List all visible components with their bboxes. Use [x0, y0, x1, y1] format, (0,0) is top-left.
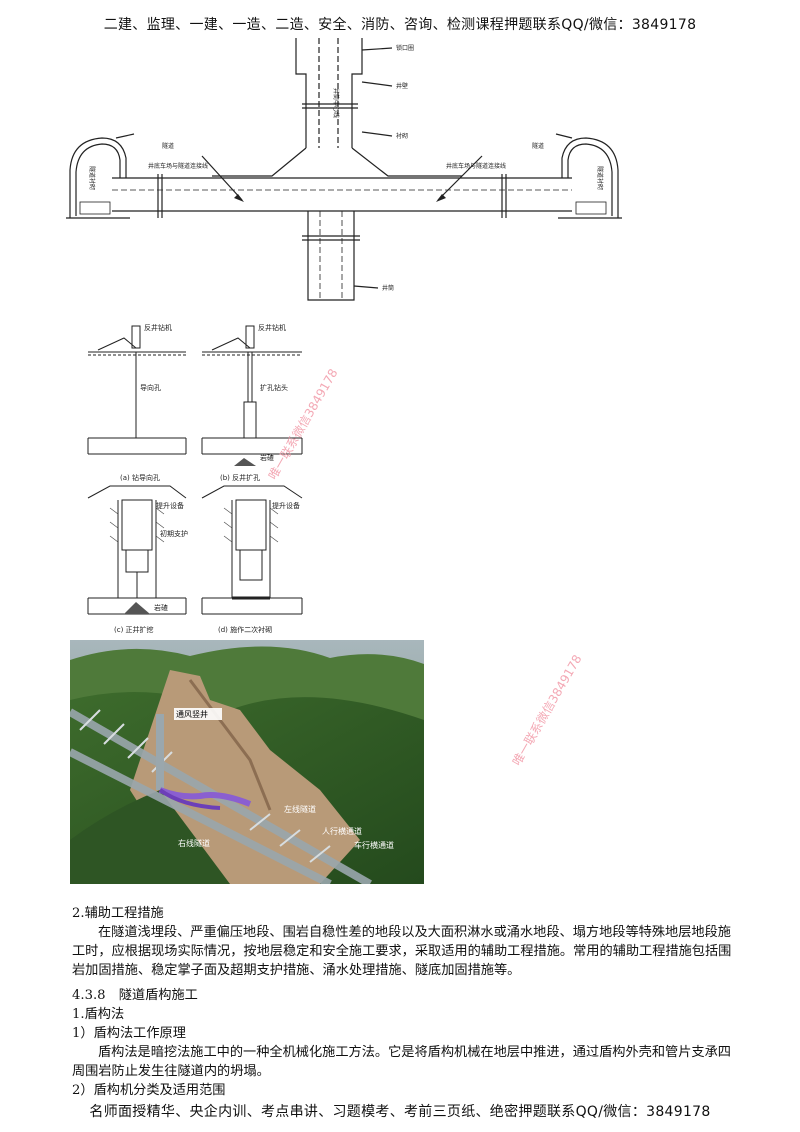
caption-d: (d) 施作二次衬砌 — [218, 625, 272, 634]
caption-c: (c) 正井扩挖 — [114, 625, 154, 634]
shaft-center-label: 井筒中心线 — [332, 88, 340, 118]
section-heading: 4.3.8 隧道盾构施工 — [72, 988, 198, 1003]
shaft-wall-label: 井壁 — [396, 82, 408, 90]
tunnel-illustration: 通风竖井 左线隧道 人行横通道 右线隧道 车行横通道 — [70, 640, 424, 884]
vehicle-passage-label: 车行横通道 — [354, 840, 394, 850]
hoist-label-c: 提升设备 — [156, 501, 184, 510]
left-tunnel-label: 左线隧道 — [284, 804, 316, 814]
sump-label: 井筒 — [382, 284, 394, 292]
item-heading: 1）盾构法工作原理 — [72, 1026, 186, 1041]
right-tunnel-label: 右线隧道 — [178, 838, 210, 848]
machine-label-b: 反井钻机 — [258, 323, 286, 332]
right-tunnel-note: 隧道衬砌 — [596, 166, 604, 190]
lining-label: 衬砌 — [396, 132, 408, 140]
left-channel-label: 井底车场与隧道连接线 — [148, 162, 208, 170]
machine-label-a: 反井钻机 — [144, 323, 172, 332]
debris-label-b: 岩碴 — [260, 453, 274, 462]
paragraph: 盾构法是暗挖法施工中的一种全机械化施工方法。它是将盾构机械在地层中推进，通过盾构… — [72, 1045, 731, 1079]
pilot-hole-label: 导向孔 — [140, 383, 161, 392]
raise-boring-diagram: 反井钻机 反井钻机 导向孔 扩孔钻头 岩碴 提升设备 提升设备 初期支护 岩碴 … — [87, 323, 303, 634]
debris-label-c: 岩碴 — [154, 603, 168, 612]
subsection-heading: 1.盾构法 — [72, 1007, 125, 1022]
page-footer: 名师面授精华、央企内训、考点串讲、习题模考、考前三页纸、绝密押题联系QQ/微信：… — [89, 1104, 711, 1120]
section-auxiliary-measures: 2.辅助工程措施 在隧道浅埋段、严重偏压地段、围岩自稳性差的地段以及大面积淋水或… — [72, 904, 732, 980]
lock-ring-label: 锁口圈 — [396, 44, 414, 52]
page-header: 二建、监理、一建、一造、二造、安全、消防、咨询、检测课程押题联系QQ/微信：38… — [103, 17, 697, 33]
shaft-tunnel-diagram: 井筒中心线 锁口圈 井壁 衬砌 井筒 隧道 隧道 井底车场与隧道连接线 井底车场… — [66, 38, 622, 301]
paragraph: 在隧道浅埋段、严重偏压地段、围岩自稳性差的地段以及大面积淋水或涌水地段、塌方地段… — [72, 925, 732, 978]
caption-b: (b) 反井扩孔 — [220, 473, 260, 482]
tunnel-right-label: 隧道 — [532, 142, 544, 150]
caption-a: (a) 钻导向孔 — [120, 473, 160, 482]
support-label: 初期支护 — [160, 529, 188, 538]
hoist-label-d: 提升设备 — [272, 501, 300, 510]
right-channel-label: 井底车场与隧道连接线 — [446, 162, 506, 170]
pedestrian-passage-label: 人行横通道 — [322, 826, 362, 836]
section-heading: 2.辅助工程措施 — [72, 906, 164, 921]
vent-shaft-label: 通风竖井 — [176, 709, 208, 719]
left-tunnel-note: 隧道衬砌 — [88, 166, 96, 190]
reamer-head-label: 扩孔钻头 — [260, 383, 288, 392]
tunnel-left-label: 隧道 — [162, 142, 174, 150]
section-shield-tunneling: 4.3.8 隧道盾构施工 1.盾构法 1）盾构法工作原理 盾构法是暗挖法施工中的… — [72, 986, 732, 1100]
item-heading: 2）盾构机分类及适用范围 — [72, 1083, 226, 1098]
watermark-2: 唯一联系微信3849178 — [509, 652, 585, 768]
